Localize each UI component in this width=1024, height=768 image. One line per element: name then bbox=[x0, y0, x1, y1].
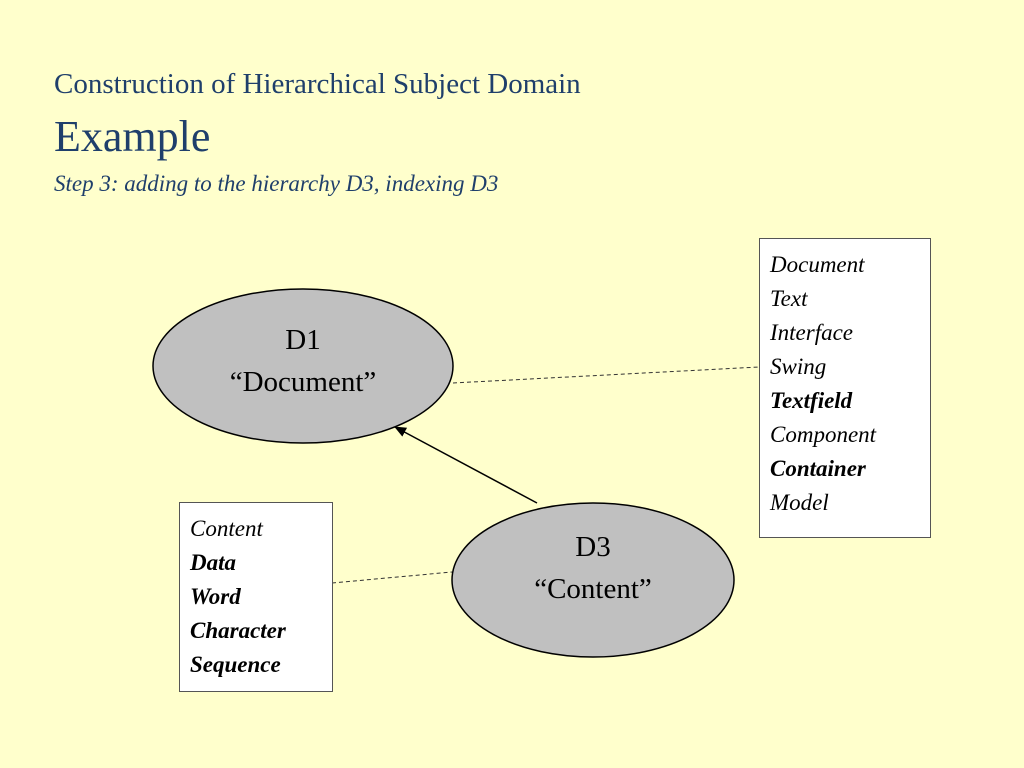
term-item: Sequence bbox=[190, 652, 281, 677]
node-d3-label: “Content” bbox=[534, 573, 652, 605]
term-item: Document bbox=[770, 252, 865, 277]
node-d3-id: D3 bbox=[575, 531, 611, 563]
term-item: Text bbox=[770, 286, 808, 311]
slide-title-line: Construction of Hierarchical Subject Dom… bbox=[54, 68, 581, 100]
term-item: Interface bbox=[770, 320, 854, 345]
term-item: Model bbox=[770, 490, 829, 515]
node-d1-id: D1 bbox=[285, 324, 321, 356]
slide-subtitle: Step 3: adding to the hierarchy D3, inde… bbox=[54, 171, 499, 196]
hierarchy-arrow bbox=[394, 426, 538, 504]
node-d3: D3 “Content” bbox=[493, 526, 693, 610]
slide-title: Example bbox=[54, 112, 211, 161]
term-item: Textfield bbox=[770, 388, 853, 413]
node-d1: D1 “Document” bbox=[203, 319, 403, 403]
term-item: Content bbox=[190, 516, 263, 541]
node-d1-ellipse bbox=[152, 288, 454, 444]
term-item: Container bbox=[770, 456, 866, 481]
term-item: Swing bbox=[770, 354, 827, 379]
term-item: Character bbox=[190, 618, 286, 643]
term-item: Component bbox=[770, 422, 877, 447]
node-d3-ellipse bbox=[451, 502, 735, 658]
term-item: Data bbox=[190, 550, 236, 575]
d3-term-box: Content Data Word Character Sequence bbox=[179, 502, 333, 692]
d1-index-connector bbox=[452, 366, 760, 384]
term-item: Word bbox=[190, 584, 241, 609]
d3-index-connector bbox=[331, 571, 453, 584]
node-d1-label: “Document” bbox=[229, 366, 377, 398]
d1-term-box: Document Text Interface Swing Textfield … bbox=[759, 238, 931, 538]
